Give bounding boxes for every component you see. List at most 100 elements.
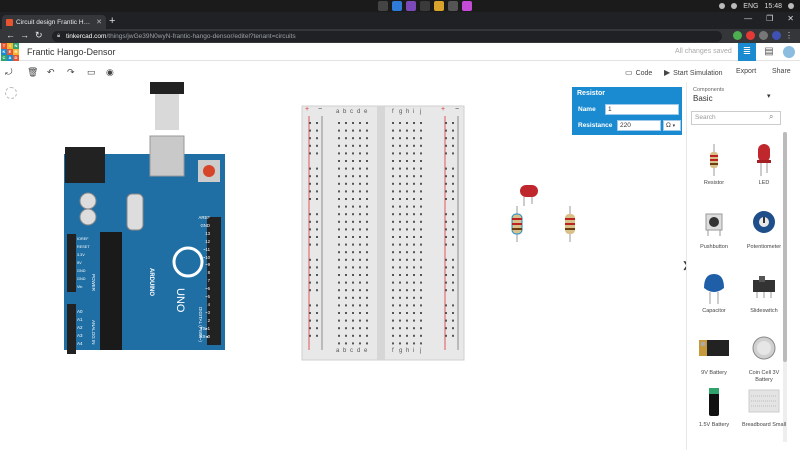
- breadboard-hole[interactable]: [413, 228, 415, 231]
- breadboard-hole[interactable]: [406, 144, 408, 147]
- breadboard-hole[interactable]: [392, 274, 394, 276]
- breadboard-hole[interactable]: [413, 266, 415, 269]
- volume-icon[interactable]: [731, 3, 738, 9]
- breadboard-hole[interactable]: [445, 243, 447, 246]
- tray-clock[interactable]: 15:48: [764, 2, 782, 10]
- breadboard-hole[interactable]: [420, 281, 422, 284]
- breadboard-hole[interactable]: [345, 274, 347, 276]
- breadboard-hole[interactable]: [316, 167, 318, 170]
- breadboard-hole[interactable]: [413, 289, 415, 292]
- breadboard-hole[interactable]: [452, 274, 454, 276]
- breadboard-hole[interactable]: [352, 144, 354, 147]
- breadboard-hole[interactable]: [445, 266, 447, 269]
- breadboard-hole[interactable]: [359, 281, 361, 284]
- breadboard-hole[interactable]: [452, 213, 454, 216]
- breadboard-hole[interactable]: [309, 220, 311, 223]
- breadboard-hole[interactable]: [420, 137, 422, 140]
- breadboard-hole[interactable]: [352, 190, 354, 193]
- breadboard-hole[interactable]: [452, 137, 454, 140]
- browser-tab[interactable]: Circuit design Frantic Hango-Den ✕: [2, 15, 106, 29]
- taskbar-app3-icon[interactable]: [462, 1, 472, 11]
- breadboard-hole[interactable]: [413, 220, 415, 223]
- breadboard-hole[interactable]: [399, 251, 401, 254]
- resistor-component-2[interactable]: [565, 206, 575, 242]
- breadboard-hole[interactable]: [445, 137, 447, 140]
- breadboard-hole[interactable]: [392, 289, 394, 292]
- breadboard-hole[interactable]: [352, 167, 354, 170]
- breadboard-hole[interactable]: [399, 122, 401, 124]
- breadboard-hole[interactable]: [445, 304, 447, 307]
- breadboard-hole[interactable]: [445, 190, 447, 193]
- breadboard-hole[interactable]: [406, 274, 408, 276]
- breadboard-hole[interactable]: [406, 312, 408, 314]
- breadboard-hole[interactable]: [366, 243, 368, 246]
- breadboard-hole[interactable]: [309, 258, 311, 261]
- breadboard-hole[interactable]: [316, 258, 318, 261]
- breadboard-hole[interactable]: [345, 182, 347, 185]
- breadboard-hole[interactable]: [413, 251, 415, 254]
- breadboard-hole[interactable]: [366, 220, 368, 223]
- breadboard-hole[interactable]: [399, 334, 401, 337]
- breadboard-hole[interactable]: [345, 243, 347, 246]
- breadboard-hole[interactable]: [392, 167, 394, 170]
- breadboard-hole[interactable]: [338, 198, 340, 200]
- breadboard-hole[interactable]: [413, 319, 415, 322]
- breadboard-hole[interactable]: [366, 198, 368, 200]
- breadboard-hole[interactable]: [316, 319, 318, 322]
- breadboard-hole[interactable]: [316, 190, 318, 193]
- breadboard-hole[interactable]: [338, 296, 340, 299]
- breadboard-hole[interactable]: [392, 137, 394, 140]
- breadboard-hole[interactable]: [338, 213, 340, 216]
- breadboard-hole[interactable]: [345, 289, 347, 292]
- taskbar-app-icon[interactable]: [420, 1, 430, 11]
- breadboard-hole[interactable]: [399, 296, 401, 299]
- breadboard-hole[interactable]: [359, 289, 361, 292]
- breadboard-hole[interactable]: [366, 122, 368, 124]
- breadboard-hole[interactable]: [352, 228, 354, 231]
- breadboard-hole[interactable]: [352, 327, 354, 330]
- breadboard-hole[interactable]: [452, 319, 454, 322]
- breadboard-hole[interactable]: [345, 175, 347, 178]
- panel-scroll-thumb[interactable]: [783, 132, 787, 362]
- component-potentiometer[interactable]: Potentiometer: [741, 206, 787, 266]
- breadboard-hole[interactable]: [366, 144, 368, 147]
- breadboard-hole[interactable]: [338, 228, 340, 231]
- breadboard-hole[interactable]: [392, 236, 394, 238]
- breadboard-hole[interactable]: [406, 122, 408, 124]
- breadboard-hole[interactable]: [406, 327, 408, 330]
- breadboard-hole[interactable]: [338, 327, 340, 330]
- breadboard-hole[interactable]: [406, 304, 408, 307]
- breadboard-hole[interactable]: [338, 243, 340, 246]
- breadboard-hole[interactable]: [406, 175, 408, 178]
- breadboard-hole[interactable]: [338, 220, 340, 223]
- breadboard-hole[interactable]: [345, 296, 347, 299]
- breadboard-hole[interactable]: [359, 129, 361, 132]
- breadboard-hole[interactable]: [406, 213, 408, 216]
- breadboard-hole[interactable]: [406, 258, 408, 261]
- breadboard-hole[interactable]: [420, 266, 422, 269]
- breadboard-hole[interactable]: [345, 228, 347, 231]
- breadboard-hole[interactable]: [316, 281, 318, 284]
- taskbar-chrome-icon[interactable]: [392, 1, 402, 11]
- breadboard-hole[interactable]: [338, 152, 340, 155]
- new-tab-icon[interactable]: +: [109, 15, 116, 27]
- breadboard-hole[interactable]: [366, 274, 368, 276]
- breadboard-hole[interactable]: [345, 137, 347, 140]
- breadboard-hole[interactable]: [345, 342, 347, 345]
- breadboard-hole[interactable]: [413, 205, 415, 208]
- breadboard-hole[interactable]: [406, 198, 408, 200]
- breadboard-hole[interactable]: [392, 342, 394, 345]
- schematic-view-icon[interactable]: ▤: [764, 46, 774, 57]
- breadboard-hole[interactable]: [399, 327, 401, 330]
- breadboard-hole[interactable]: [392, 319, 394, 322]
- breadboard-hole[interactable]: [399, 137, 401, 140]
- breadboard-hole[interactable]: [445, 274, 447, 276]
- export-button[interactable]: Export: [736, 68, 757, 75]
- breadboard-hole[interactable]: [352, 266, 354, 269]
- breadboard-hole[interactable]: [352, 334, 354, 337]
- breadboard-hole[interactable]: [399, 243, 401, 246]
- breadboard-hole[interactable]: [316, 243, 318, 246]
- breadboard-hole[interactable]: [420, 342, 422, 345]
- breadboard-hole[interactable]: [309, 228, 311, 231]
- breadboard-hole[interactable]: [413, 243, 415, 246]
